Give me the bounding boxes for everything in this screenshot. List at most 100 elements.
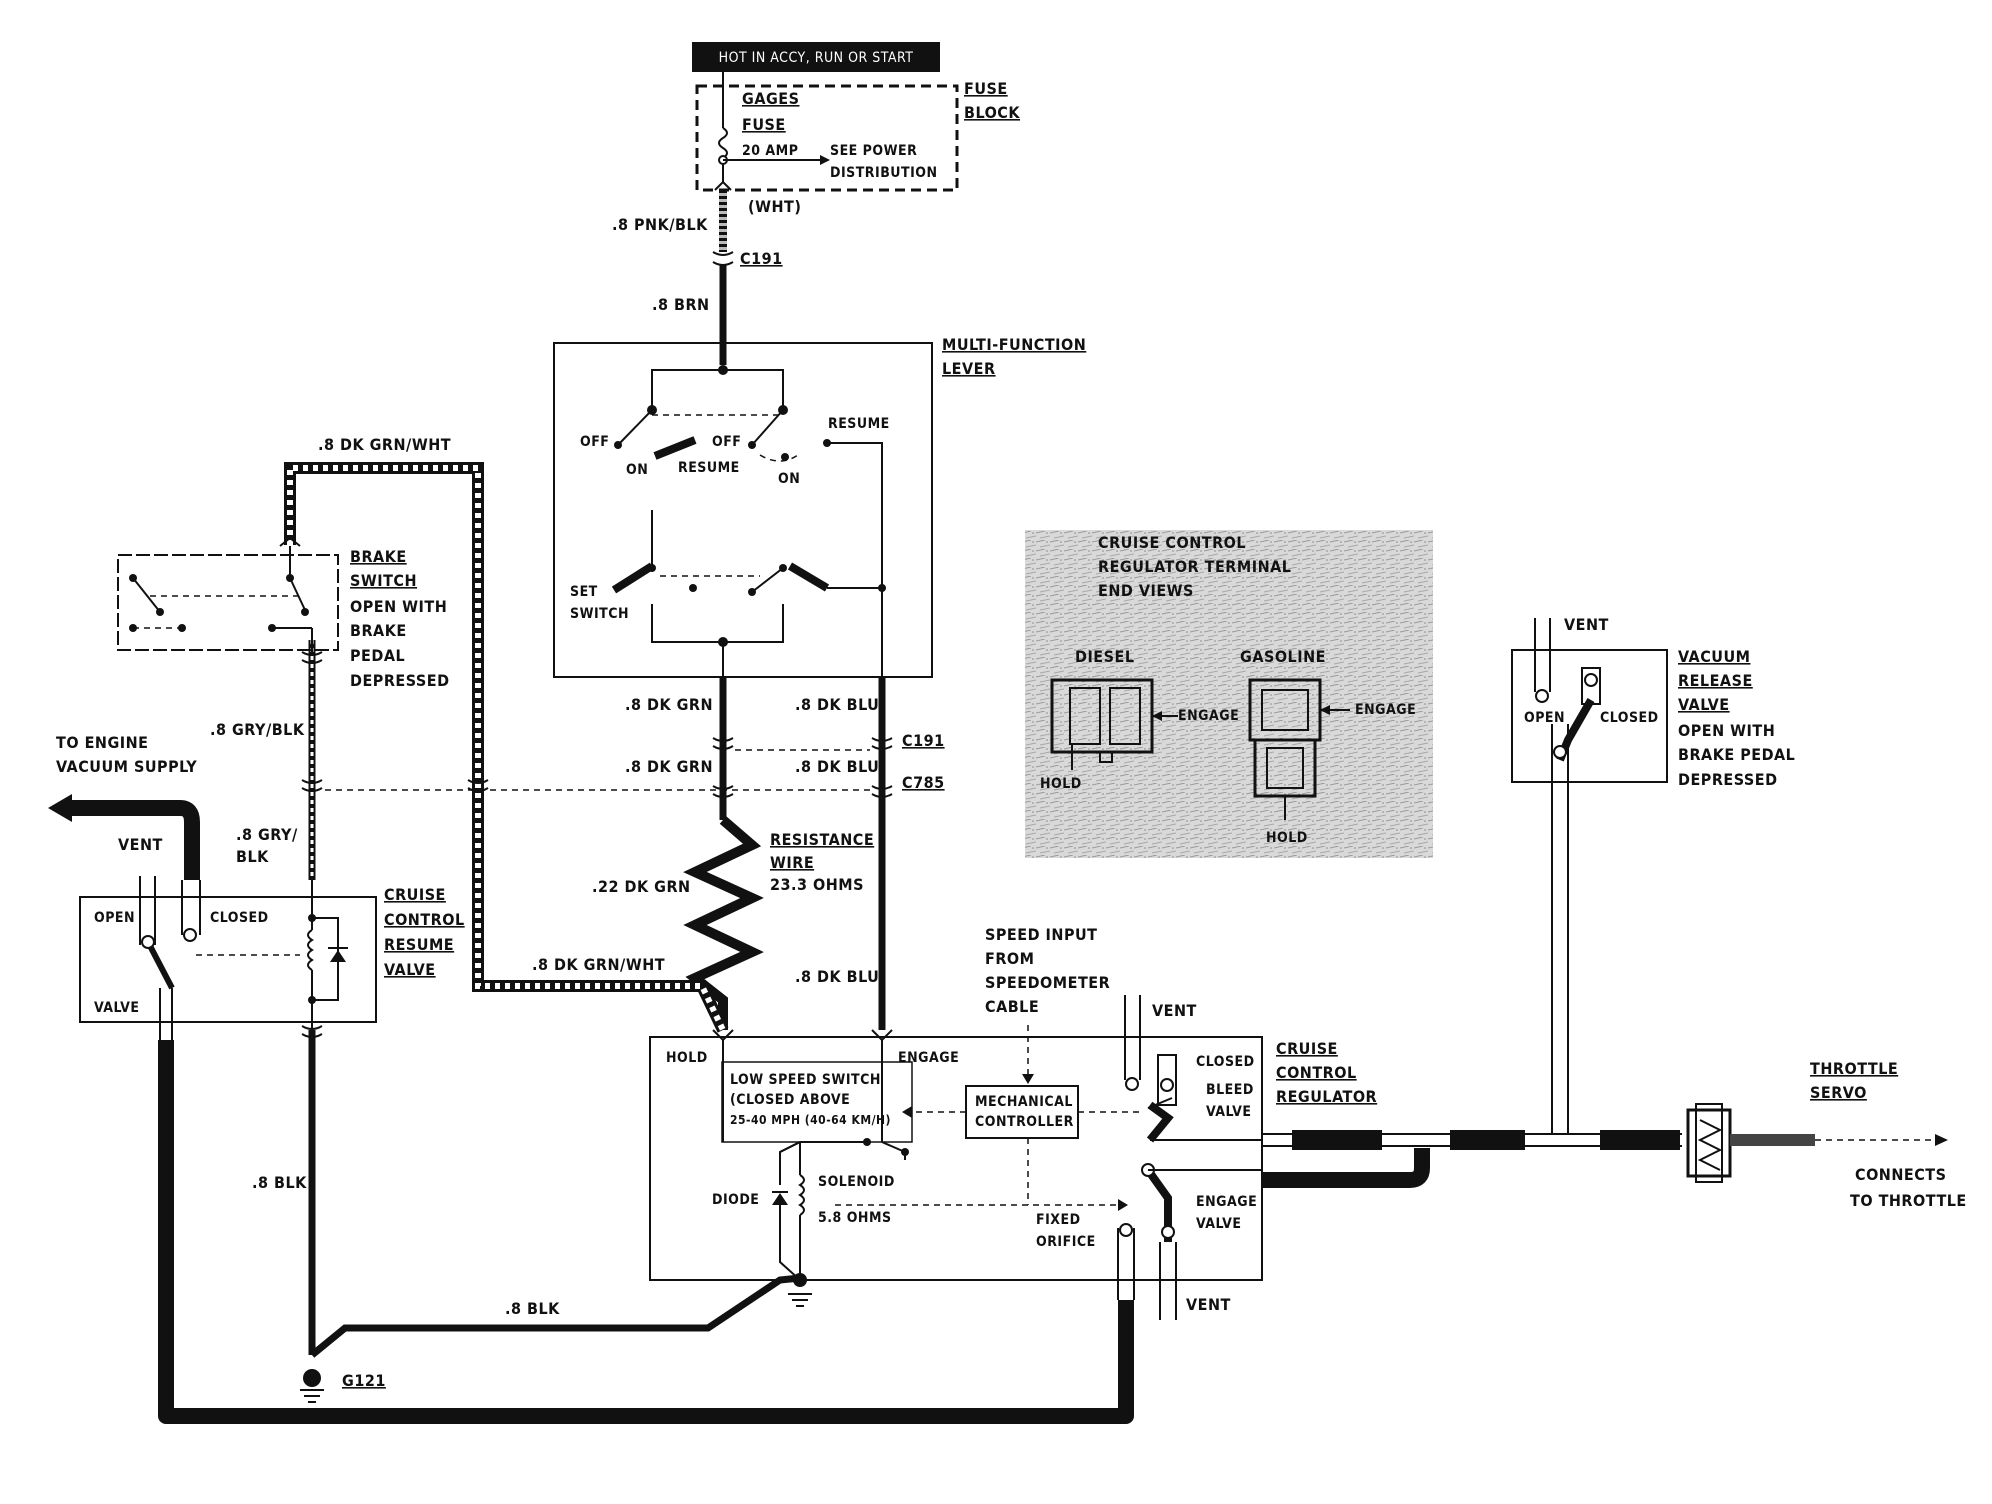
fuse-rating: 20 AMP — [742, 143, 798, 159]
wire-dk-grn-label-1: .8 DK GRN — [625, 695, 713, 714]
resume-valve-label: VALVE — [94, 1000, 140, 1016]
wire-gry-blk-label-2b: BLK — [236, 847, 269, 866]
release-closed-label: CLOSED — [1600, 710, 1659, 726]
wire-gry-blk-label-2a: .8 GRY/ — [236, 825, 298, 844]
c191-mid-label: C191 — [902, 731, 945, 750]
wire-dk-blu-label-2: .8 DK BLU — [795, 757, 879, 776]
mech-label-2: CONTROLLER — [975, 1114, 1074, 1130]
terminal-end-views: CRUISE CONTROL REGULATOR TERMINAL END VI… — [1025, 530, 1433, 858]
regulator-box — [649, 1036, 1263, 1281]
low-speed-label-1: LOW SPEED SWITCH — [730, 1072, 881, 1088]
vacuum-supply-hose — [68, 800, 200, 880]
brake-switch-desc-3: PEDAL — [350, 646, 405, 665]
wire-blk-left-label: .8 BLK — [252, 1173, 307, 1192]
to-engine-label-2: VACUUM SUPPLY — [56, 757, 197, 776]
wire-gry-blk-label-1: .8 GRY/BLK — [210, 720, 305, 739]
diesel-label: DIESEL — [1075, 647, 1135, 666]
vacuum-release-box — [1511, 649, 1668, 783]
release-title-2: RELEASE — [1678, 671, 1753, 690]
release-desc-1: OPEN WITH — [1678, 721, 1775, 740]
cruise-control-regulator: SPEED INPUT FROM SPEEDOMETER CABLE HOLD … — [649, 925, 1377, 1320]
brake-switch-desc-2: BRAKE — [350, 621, 407, 640]
resume-valve: TO ENGINE VACUUM SUPPLY VENT OPEN CLOSED… — [48, 733, 1134, 1424]
release-open-label: OPEN — [1524, 710, 1565, 726]
wire-dk-grn-22-label: .22 DK GRN — [592, 877, 691, 896]
wire-blk-bottom-label: .8 BLK — [505, 1299, 560, 1318]
speed-input-2: FROM — [985, 949, 1034, 968]
terminal-views-title-3: END VIEWS — [1098, 581, 1194, 600]
wire-dk-blu-label-3: .8 DK BLU — [795, 967, 879, 986]
resume-vent-label: VENT — [118, 835, 163, 854]
servo-spring — [1697, 1119, 1723, 1171]
resume-closed-label: CLOSED — [210, 910, 269, 926]
vacuum-release-valve: VENT OPEN CLOSED VACUUM RELEASE VALVE OP… — [1511, 615, 1795, 789]
multifunction-title-2: LEVER — [942, 359, 996, 378]
to-engine-label-1: TO ENGINE — [56, 733, 149, 752]
regulator-title-3: REGULATOR — [1276, 1087, 1377, 1106]
off-left: OFF — [580, 434, 609, 450]
set-label-2: SWITCH — [570, 606, 629, 622]
fuse-symbol — [718, 127, 728, 159]
engage-valve-label-2: VALVE — [1196, 1216, 1242, 1232]
terminal-views-title-1: CRUISE CONTROL — [1098, 533, 1246, 552]
release-title-1: VACUUM — [1678, 647, 1750, 666]
resistance-ohms: 23.3 OHMS — [770, 875, 864, 894]
release-vent-label: VENT — [1564, 615, 1609, 634]
throttle-title-2: SERVO — [1810, 1083, 1867, 1102]
wiring: .8 DK GRN .8 DK GRN RESISTANCE WIRE 23.3… — [210, 435, 945, 1403]
multifunction-lever: MULTI-FUNCTION LEVER OFF ON RESUME OFF O… — [553, 335, 1086, 678]
reg-vent-top: VENT — [1152, 1001, 1197, 1020]
bleed-label-2: VALVE — [1206, 1104, 1252, 1120]
c191-top-label: C191 — [740, 249, 783, 268]
fuse-name-1: GAGES — [742, 89, 799, 108]
terminal-views-panel — [1025, 530, 1433, 858]
resume-mid: RESUME — [678, 460, 740, 476]
bleed-label-1: BLEED — [1206, 1082, 1254, 1098]
fuse-block-label-2: BLOCK — [964, 103, 1020, 122]
speed-input-3: SPEEDOMETER — [985, 973, 1110, 992]
fixed-orifice-2: ORIFICE — [1036, 1234, 1096, 1250]
wire-pnk-blk-label: .8 PNK/BLK — [612, 215, 708, 234]
resistance-wire — [683, 816, 764, 1030]
diode-label: DIODE — [712, 1192, 759, 1208]
brake-switch-box — [117, 554, 339, 651]
fuse-name-2: FUSE — [742, 115, 786, 134]
resume-valve-title-4: VALVE — [384, 960, 436, 979]
hot-label-bar — [692, 42, 940, 72]
resume-right: RESUME — [828, 416, 890, 432]
c785-label: C785 — [902, 773, 945, 792]
vacuum-hoses — [1262, 724, 1682, 1188]
engage-valve-label-1: ENGAGE — [1196, 1194, 1257, 1210]
wire-dk-grn-wht-label-bottom: .8 DK GRN/WHT — [532, 955, 665, 974]
reg-hold-label: HOLD — [666, 1050, 708, 1066]
wire-brn-label: .8 BRN — [652, 295, 710, 314]
release-desc-3: DEPRESSED — [1678, 770, 1778, 789]
see-power-1: SEE POWER — [830, 143, 917, 159]
resume-open-label: OPEN — [94, 910, 135, 926]
release-desc-2: BRAKE PEDAL — [1678, 745, 1795, 764]
release-title-3: VALVE — [1678, 695, 1730, 714]
wire-dk-blu-label-1: .8 DK BLU — [795, 695, 879, 714]
terminal-views-title-2: REGULATOR TERMINAL — [1098, 557, 1291, 576]
reg-engage-label: ENGAGE — [898, 1050, 959, 1066]
on-left: ON — [626, 462, 648, 478]
servo-body — [1686, 1108, 1732, 1178]
reg-closed-label: CLOSED — [1196, 1054, 1255, 1070]
speed-input-1: SPEED INPUT — [985, 925, 1098, 944]
resume-valve-title-1: CRUISE — [384, 885, 446, 904]
resume-valve-title-2: CONTROL — [384, 910, 465, 929]
brake-switch-desc-4: DEPRESSED — [350, 671, 450, 690]
regulator-title-1: CRUISE — [1276, 1039, 1338, 1058]
resistance-label-2: WIRE — [770, 853, 814, 872]
gasoline-label: GASOLINE — [1240, 647, 1326, 666]
multifunction-title-1: MULTI-FUNCTION — [942, 335, 1086, 354]
brake-switch: BRAKE SWITCH OPEN WITH BRAKE PEDAL DEPRE… — [117, 536, 450, 690]
diesel-engage-label: ENGAGE — [1178, 708, 1239, 724]
hot-label: HOT IN ACCY, RUN OR START — [719, 50, 914, 66]
fixed-orifice-1: FIXED — [1036, 1212, 1081, 1228]
vacuum-hose-bottom — [158, 1040, 1134, 1424]
connects-label-2: TO THROTTLE — [1850, 1191, 1967, 1210]
resistance-label-1: RESISTANCE — [770, 830, 874, 849]
gasoline-engage-label: ENGAGE — [1355, 702, 1416, 718]
terminal-color: (WHT) — [748, 197, 801, 216]
